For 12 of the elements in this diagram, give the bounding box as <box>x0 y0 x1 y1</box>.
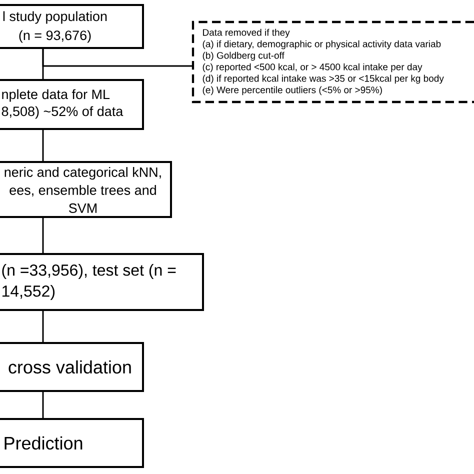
process-box: cross validation <box>0 342 144 392</box>
process-box: l study population (n = 93,676) <box>0 4 144 49</box>
connector-line <box>42 310 44 343</box>
connector-line <box>42 391 44 419</box>
connector-line <box>42 48 193 67</box>
connector-line <box>42 217 44 254</box>
process-box: neric and categorical kNN, ees, ensemble trees and SVM <box>0 161 172 218</box>
process-box: (n =33,956), test set (n = 14,552) <box>0 253 204 311</box>
process-box: Prediction <box>0 418 144 468</box>
note-box: Data removed if they (a) if dietary, demographic or physical activity data variab (b) Goldberg cut-off (c) reported <500 kcal, or > 4500 kcal intake per day (d) if reported kcal intake was >35 or <15kcal per kg body (e) Were percentile outliers (<5% or >95%) <box>192 20 474 104</box>
process-box: nplete data for ML 8,508) ~52% of data <box>0 79 144 130</box>
connector-line <box>42 129 44 162</box>
